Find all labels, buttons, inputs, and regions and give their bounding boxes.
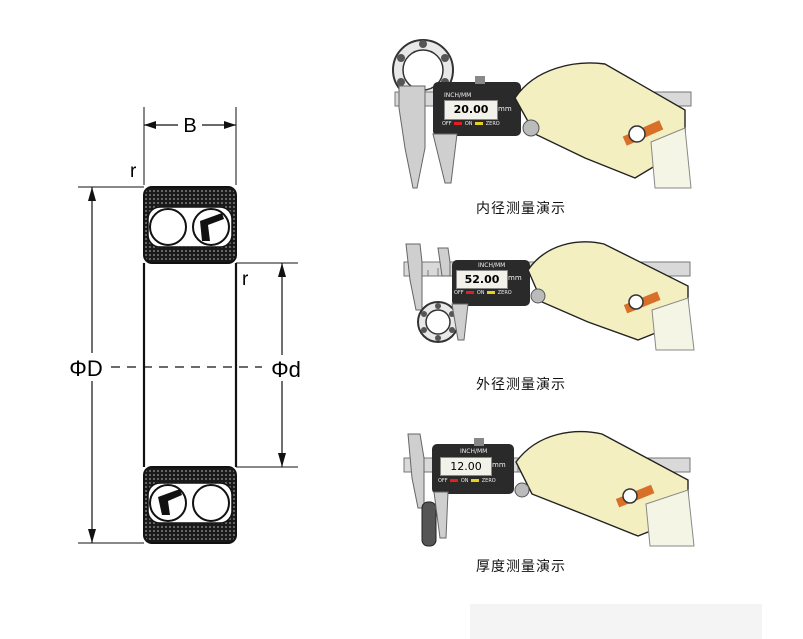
thumb-wheel: [530, 288, 546, 304]
footer-bar: [470, 604, 762, 639]
caption-inner: 内径测量演示: [476, 201, 566, 217]
caption-thickness: 厚度测量演示: [476, 559, 566, 575]
bearing-section-diagram: B r ΦD Φd r: [62, 107, 306, 544]
on-button[interactable]: ON: [464, 121, 473, 127]
bearing-edge-icon: [421, 501, 437, 547]
zero-button[interactable]: ZERO: [481, 478, 496, 484]
glove-hand: [527, 241, 689, 341]
lcd-unit: mm: [508, 274, 522, 282]
sleeve: [645, 489, 695, 547]
on-button[interactable]: ON: [460, 478, 469, 484]
mode-label: INCH/MM: [444, 92, 472, 99]
corner-radius-label-top: r: [130, 161, 137, 182]
caliper-panel-outer: [403, 241, 695, 351]
lcd-display-outer: INCH/MM 52.00 mm OFF ON ZERO: [452, 262, 528, 302]
glove-hand: [514, 62, 686, 179]
off-button[interactable]: OFF: [442, 121, 452, 127]
mode-label: INCH/MM: [460, 448, 488, 455]
off-button[interactable]: OFF: [454, 290, 464, 296]
off-button[interactable]: OFF: [438, 478, 448, 484]
inner-dia-label: Φd: [271, 357, 301, 382]
lcd-reading: 20.00: [444, 100, 498, 120]
lcd-unit: mm: [492, 461, 506, 469]
glove-hand: [515, 430, 689, 537]
ball-icon: [149, 208, 187, 246]
lcd-display-inner: INCH/MM 20.00 mm OFF ON ZERO: [440, 92, 518, 134]
outer-dia-label: ΦD: [69, 356, 102, 381]
zero-button[interactable]: ZERO: [485, 121, 500, 127]
on-button[interactable]: ON: [476, 290, 485, 296]
watch-icon: [628, 294, 644, 310]
caliper-panel-thickness: [403, 430, 695, 547]
sleeve: [651, 297, 695, 351]
bearing-top-section: [143, 186, 237, 264]
fixed-jaw: [405, 243, 423, 311]
caption-outer: 外径测量演示: [476, 377, 566, 393]
width-label: B: [183, 115, 196, 137]
lcd-reading: 52.00: [456, 270, 508, 289]
fixed-jaw: [398, 85, 426, 189]
lcd-reading: 12.00: [440, 457, 492, 476]
watch-icon: [628, 125, 646, 143]
thumb-wheel: [522, 119, 540, 137]
ball-icon: [192, 208, 230, 246]
sleeve: [650, 127, 692, 189]
watch-icon: [622, 488, 638, 504]
lcd-unit: mm: [498, 105, 512, 113]
thumb-wheel: [514, 482, 530, 498]
corner-radius-label-inner: r: [242, 269, 249, 290]
mode-label: INCH/MM: [478, 262, 506, 269]
zero-button[interactable]: ZERO: [497, 290, 512, 296]
lcd-display-thickness: INCH/MM 12.00 mm OFF ON ZERO: [436, 448, 512, 490]
caliper-panel-inner: [392, 39, 692, 189]
bearing-bottom-section: [143, 466, 237, 544]
ball-icon: [192, 484, 230, 522]
